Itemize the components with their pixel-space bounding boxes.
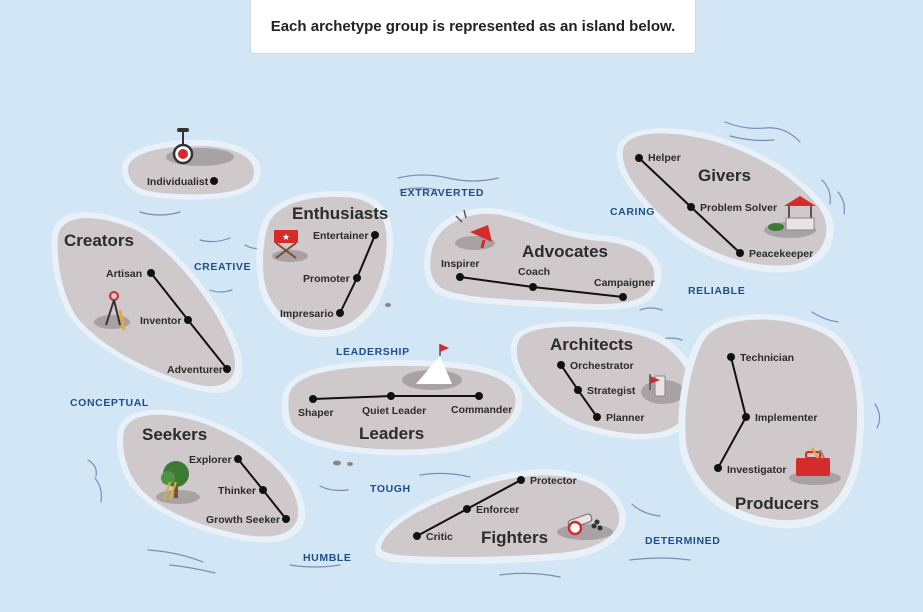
island-givers[interactable]: Givers Helper Problem Solver Peacekeeper <box>616 128 834 273</box>
node-label: Explorer <box>189 454 232 466</box>
summit-flag-icon <box>416 344 452 384</box>
compass-pencil-icon <box>105 291 126 331</box>
node-label: Commander <box>451 404 512 416</box>
island-title: Enthusiasts <box>292 204 388 223</box>
trait-label: TOUGH <box>370 483 411 495</box>
node-label: Individualist <box>147 176 209 188</box>
island-fighters[interactable]: Fighters Protector Enforcer Critic <box>374 469 627 565</box>
island-producers[interactable]: Producers Technician Implementer Investi… <box>678 314 865 529</box>
island-title: Architects <box>550 335 633 354</box>
tree-ladder-icon <box>161 461 189 501</box>
node-label: Coach <box>518 266 550 278</box>
trait-label: CREATIVE <box>194 261 251 273</box>
trait-labels: EXTRAVERTED CARING CREATIVE RELIABLE LEA… <box>70 187 745 564</box>
island-title: Advocates <box>522 242 608 261</box>
node-label: Entertainer <box>313 230 368 242</box>
node-label: Protector <box>530 475 577 487</box>
node-label: Adventurer <box>167 364 223 376</box>
megaphone-icon <box>455 209 492 249</box>
island-title: Producers <box>735 494 819 513</box>
node-label: Quiet Leader <box>362 405 426 417</box>
trait-label: CARING <box>610 206 655 218</box>
node-label: Artisan <box>106 268 142 280</box>
island-title: Givers <box>698 166 751 185</box>
node-label: Critic <box>426 531 453 543</box>
island-individualist[interactable]: Individualist <box>121 128 261 200</box>
unicycle-icon <box>172 128 194 165</box>
rocks <box>333 303 391 466</box>
node-label: Inspirer <box>441 258 480 270</box>
node-label: Helper <box>648 152 681 164</box>
island-title: Creators <box>64 231 134 250</box>
island-title: Fighters <box>481 528 548 547</box>
node-label: Technician <box>740 352 794 364</box>
node-label: Orchestrator <box>570 360 634 372</box>
wishing-well-icon <box>768 196 816 231</box>
node-label: Problem Solver <box>700 202 777 214</box>
island-architects[interactable]: Architects Orchestrator Strategist Plann… <box>510 321 698 440</box>
node-label: Thinker <box>218 485 256 497</box>
intro-text: Each archetype group is represented as a… <box>270 18 676 35</box>
toolbox-icon <box>796 447 830 476</box>
island-enthusiasts[interactable]: Enthusiasts ★ Entertainer Promoter Impre… <box>256 190 394 338</box>
trait-label: CONCEPTUAL <box>70 397 149 409</box>
island-leaders[interactable]: Leaders Shaper Quiet Leader Commander <box>281 344 523 456</box>
island-title: Leaders <box>359 424 424 443</box>
node-label: Growth Seeker <box>206 514 280 526</box>
node-label: Planner <box>606 412 645 424</box>
node-label: Promoter <box>303 273 350 285</box>
island-advocates[interactable]: Advocates Inspirer Coach Campaigner <box>424 207 662 310</box>
island-title: Seekers <box>142 425 207 444</box>
node-label: Inventor <box>140 315 181 327</box>
trait-label: EXTRAVERTED <box>400 187 484 199</box>
trait-label: HUMBLE <box>303 552 352 564</box>
trait-label: RELIABLE <box>688 285 745 297</box>
flag-tower-icon <box>649 374 666 397</box>
intro-banner: Each archetype group is represented as a… <box>250 0 696 54</box>
trait-label: LEADERSHIP <box>336 346 410 358</box>
node-label: Enforcer <box>476 504 519 516</box>
node-label: Implementer <box>755 412 817 424</box>
island-creators[interactable]: Creators Artisan Inventor Adventurer <box>51 212 243 394</box>
node-label: Investigator <box>727 464 787 476</box>
cannon-icon <box>567 513 603 536</box>
director-chair-icon: ★ <box>274 230 298 259</box>
node-label: Shaper <box>298 407 334 419</box>
node-label: Impresario <box>280 308 334 320</box>
svg-text:★: ★ <box>282 232 290 242</box>
node-label: Strategist <box>587 385 636 397</box>
island-seekers[interactable]: Seekers Explorer Thinker Growth Seeker <box>116 409 306 543</box>
node-label: Peacekeeper <box>749 248 813 260</box>
node-label: Campaigner <box>594 277 655 289</box>
trait-label: DETERMINED <box>645 535 720 547</box>
